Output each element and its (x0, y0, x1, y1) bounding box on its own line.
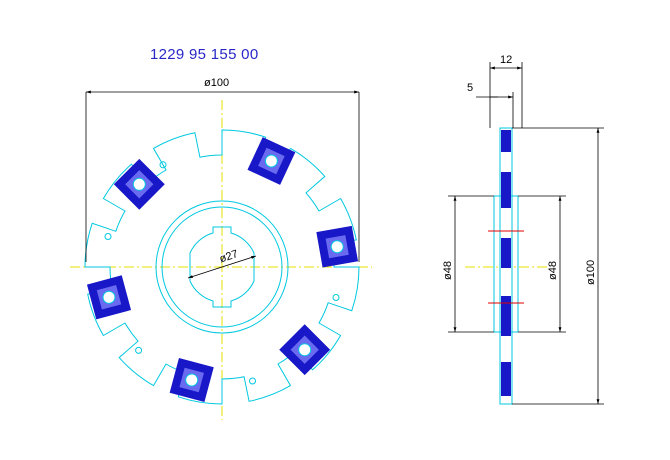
friction-pad (247, 137, 296, 185)
bore-outline (189, 226, 255, 308)
hub-inner-circle (161, 206, 283, 328)
bore-diameter-dimension-line (187, 255, 257, 279)
hub-outer-circle (155, 200, 289, 334)
friction-pad (86, 275, 132, 320)
friction-pad (169, 357, 214, 403)
side-plate-outline (499, 127, 513, 405)
left-hub-diameter-label: ø48 (442, 261, 454, 280)
mounting-hole (159, 161, 167, 169)
pad-group (86, 137, 359, 403)
friction-pad (113, 158, 165, 210)
bore-diameter-label: ø27 (218, 248, 240, 265)
front-view: ø100 ø27 (70, 77, 372, 420)
mounting-hole (249, 377, 256, 385)
side-pad (501, 362, 511, 396)
right-hub-diameter-label: ø48 (547, 261, 559, 280)
side-pad (501, 296, 511, 336)
mounting-hole (104, 233, 112, 240)
side-outer-diameter-label: ø100 (585, 260, 597, 285)
side-pads (501, 130, 511, 396)
hole-group (104, 161, 340, 385)
friction-pad (316, 225, 359, 268)
pad-rivet-hole (102, 290, 116, 304)
pad-rivet-hole (298, 343, 312, 357)
front-outer-diameter-label: ø100 (204, 77, 229, 89)
mounting-hole (332, 294, 340, 301)
side-pad (501, 130, 511, 152)
gear-outer-outline (84, 129, 360, 405)
part-number-title: 1229 95 155 00 (150, 46, 259, 63)
side-pad (501, 172, 511, 208)
offset-label: 5 (467, 82, 473, 94)
side-view: 12 5 ø48 ø48 ø100 (442, 54, 604, 405)
width-label: 12 (500, 54, 512, 66)
pad-rivet-hole (264, 154, 278, 168)
side-pad (501, 238, 511, 268)
pad-rivet-hole (132, 177, 146, 191)
friction-pad (279, 324, 331, 376)
mounting-hole (135, 346, 143, 354)
pad-rivet-hole (185, 373, 199, 387)
pad-rivet-hole (330, 240, 344, 254)
